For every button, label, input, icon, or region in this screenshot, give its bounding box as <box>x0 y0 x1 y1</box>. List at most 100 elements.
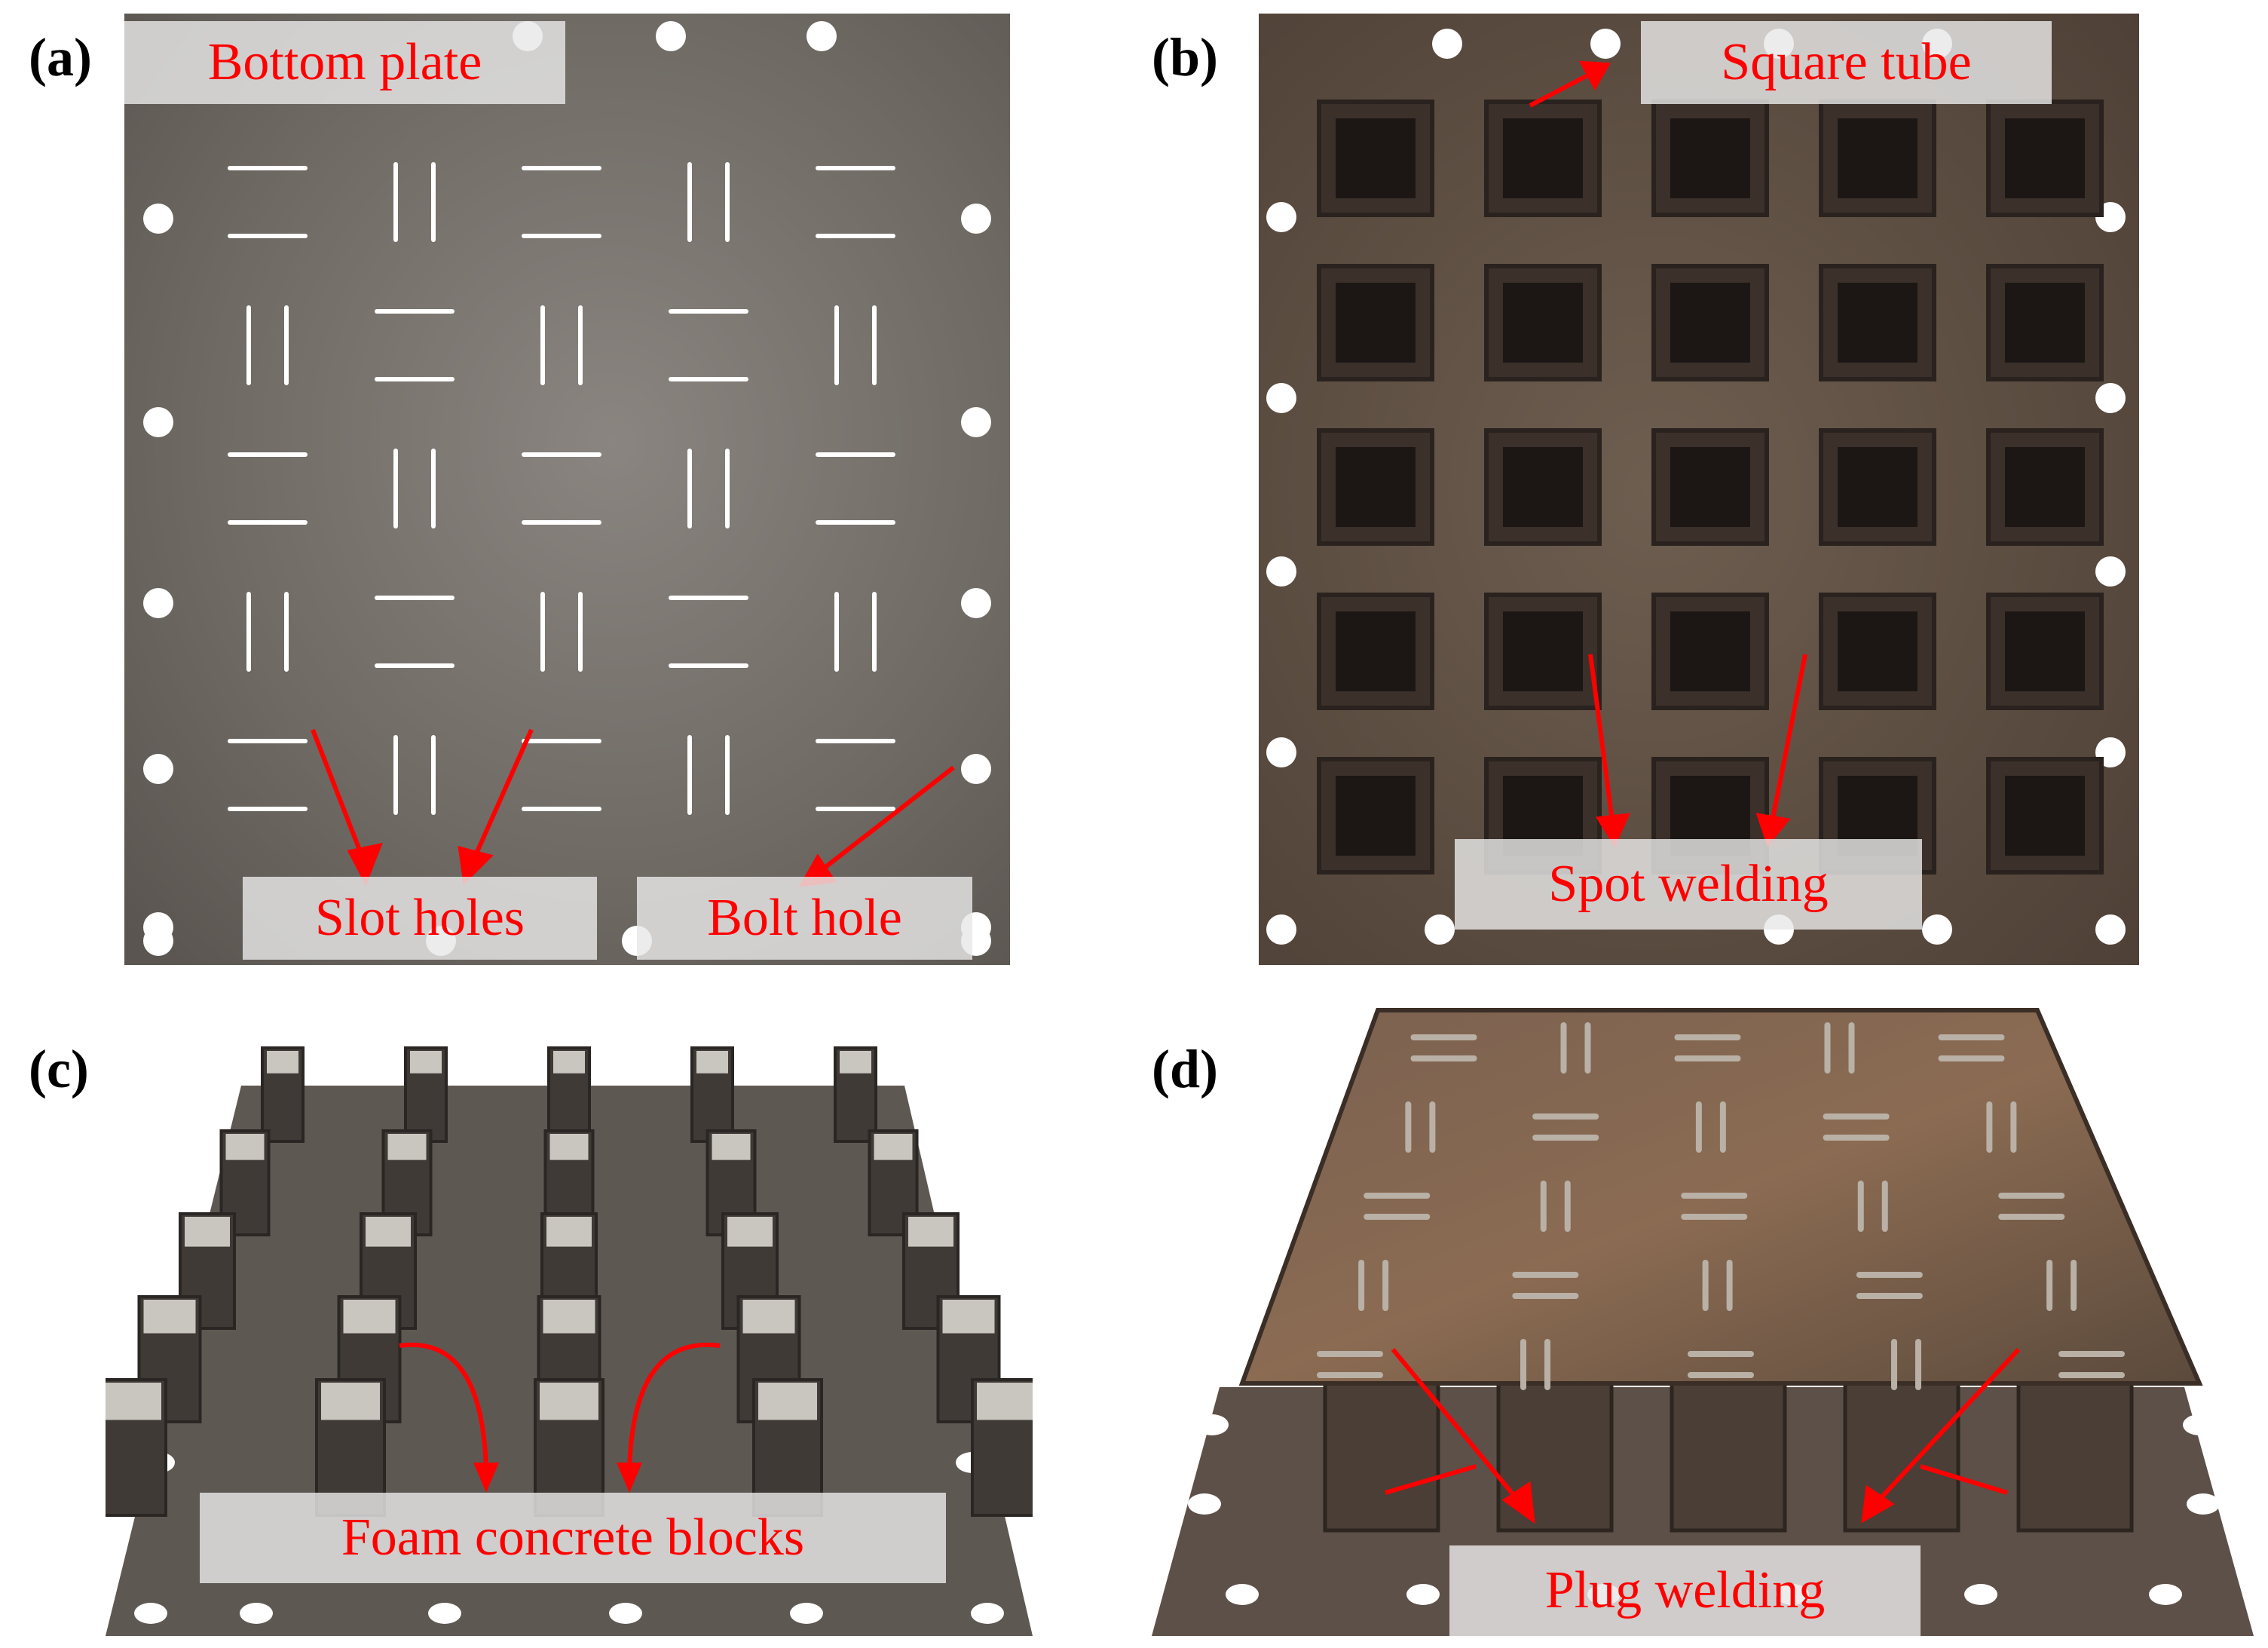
foam-concrete-block <box>727 1217 773 1247</box>
bolt-hole <box>2095 914 2126 945</box>
square-tube-opening <box>1336 776 1416 856</box>
panel-d-arrows <box>1385 1347 2021 1524</box>
foam-concrete-block <box>106 1383 161 1420</box>
bolt-hole <box>961 588 991 618</box>
bolt-hole <box>2187 1493 2220 1515</box>
core-tube <box>1843 1377 1960 1533</box>
bolt-hole <box>790 1603 823 1624</box>
square-tube-opening <box>2005 118 2085 198</box>
bolt-hole <box>428 1603 461 1624</box>
bolt-hole <box>971 1603 1004 1624</box>
square-tube-opening <box>1336 611 1416 691</box>
bolt-hole <box>1425 914 1455 945</box>
foam-concrete-block <box>742 1300 795 1334</box>
bolt-hole <box>2149 1584 2182 1605</box>
bolt-hole <box>1226 1584 1259 1605</box>
square-tube-opening <box>2005 447 2085 527</box>
square-tube-grid <box>1317 100 2104 875</box>
square-tube-opening <box>1670 118 1750 198</box>
bolt-hole <box>656 21 686 51</box>
foam-concrete-block <box>758 1383 817 1420</box>
plug-weld-beads <box>1317 1022 2125 1390</box>
bolt-hole <box>1266 556 1296 587</box>
bolt-hole <box>2095 556 2126 587</box>
core-tube <box>1670 1377 1787 1533</box>
bolt-hole <box>1188 1493 1221 1515</box>
foam-concrete-blocks-label: Foam concrete blocks <box>200 1493 946 1583</box>
bolt-hole <box>1266 737 1296 767</box>
square-tube-opening <box>1838 447 1918 527</box>
square-tube-opening <box>1838 611 1918 691</box>
bolt-hole <box>2183 1414 2216 1435</box>
foam-concrete-block <box>185 1217 230 1247</box>
bolt-hole <box>961 204 991 234</box>
foam-concrete-block <box>942 1300 995 1334</box>
core-tube <box>1323 1377 1440 1533</box>
square-tube-opening <box>2005 776 2085 856</box>
plug-welding-label: Plug welding <box>1449 1545 1921 1636</box>
square-tube-opening <box>1503 447 1583 527</box>
foam-concrete-block <box>543 1300 595 1334</box>
bottom-plate-label: Bottom plate <box>124 21 565 104</box>
square-tube-opening <box>2005 283 2085 363</box>
panel-b-arrows <box>1529 60 1807 848</box>
panel-a-arrows <box>311 728 955 887</box>
foam-concrete-block <box>225 1134 265 1160</box>
filled-tube-grid <box>106 1046 1033 1517</box>
square-tube-image <box>1259 14 2139 965</box>
bolt-hole <box>1266 202 1296 232</box>
panel-c-arrows <box>399 1342 721 1471</box>
bolt-hole <box>143 204 173 234</box>
spot-welding-label: Spot welding <box>1455 839 1922 930</box>
panel-a-letter: (a) <box>29 27 92 87</box>
bolt-hole <box>1266 914 1296 945</box>
foam-concrete-block <box>143 1300 196 1334</box>
panel-d-letter: (d) <box>1152 1039 1218 1099</box>
bolt-holes <box>1188 1414 2220 1605</box>
foam-concrete-block <box>977 1383 1033 1420</box>
foam-concrete-block <box>553 1051 585 1074</box>
panel-c-foam-concrete-photo: Foam concrete blocks <box>106 1003 1033 1636</box>
bolt-hole <box>134 1603 167 1624</box>
bolt-hole <box>1922 914 1952 945</box>
panel-d-plug-welding-photo: Plug welding <box>1152 1003 2254 1636</box>
core-tube <box>2016 1377 2134 1533</box>
bolt-hole <box>1964 1584 1997 1605</box>
square-tube-opening <box>1670 447 1750 527</box>
panel-c-letter: (c) <box>29 1039 89 1099</box>
bolt-hole <box>143 754 173 784</box>
square-tube-opening <box>1670 283 1750 363</box>
foam-concrete-block <box>874 1134 913 1160</box>
square-tube-opening <box>1838 118 1918 198</box>
panel-a-bottom-plate-photo: Bottom plate Slot holes Bolt hole <box>124 14 1010 965</box>
panel-b-letter: (b) <box>1152 27 1218 87</box>
plug-welding-image <box>1152 1008 2254 1636</box>
bolt-hole <box>1432 29 1462 59</box>
square-tube-opening <box>1503 283 1583 363</box>
panel-b-square-tube-photo: Square tube Spot welding <box>1259 14 2139 965</box>
bolt-hole <box>609 1603 642 1624</box>
panel-c-arrowheads <box>473 1463 642 1493</box>
square-tube-opening <box>2005 611 2085 691</box>
foam-concrete-block <box>540 1383 598 1420</box>
foam-concrete-block <box>343 1300 396 1334</box>
bolt-hole <box>143 926 173 956</box>
foam-concrete-block <box>366 1217 411 1247</box>
foam-concrete-block <box>908 1217 953 1247</box>
bolt-hole <box>240 1603 273 1624</box>
foam-concrete-block <box>840 1051 871 1074</box>
bolt-hole <box>1406 1584 1440 1605</box>
bottom-plate-image <box>124 14 1010 965</box>
square-tube-opening <box>1336 283 1416 363</box>
foam-concrete-block <box>546 1217 592 1247</box>
bolt-hole <box>1195 1414 1229 1435</box>
bolt-hole <box>143 588 173 618</box>
square-tube-opening <box>1336 118 1416 198</box>
bolt-hole-label: Bolt hole <box>637 877 972 960</box>
bolt-hole <box>143 407 173 437</box>
square-tube-opening <box>1503 118 1583 198</box>
foam-concrete-block <box>267 1051 298 1074</box>
foam-concrete-block <box>321 1383 380 1420</box>
slot-holes-label: Slot holes <box>243 877 597 960</box>
square-tube-label: Square tube <box>1641 21 2052 104</box>
